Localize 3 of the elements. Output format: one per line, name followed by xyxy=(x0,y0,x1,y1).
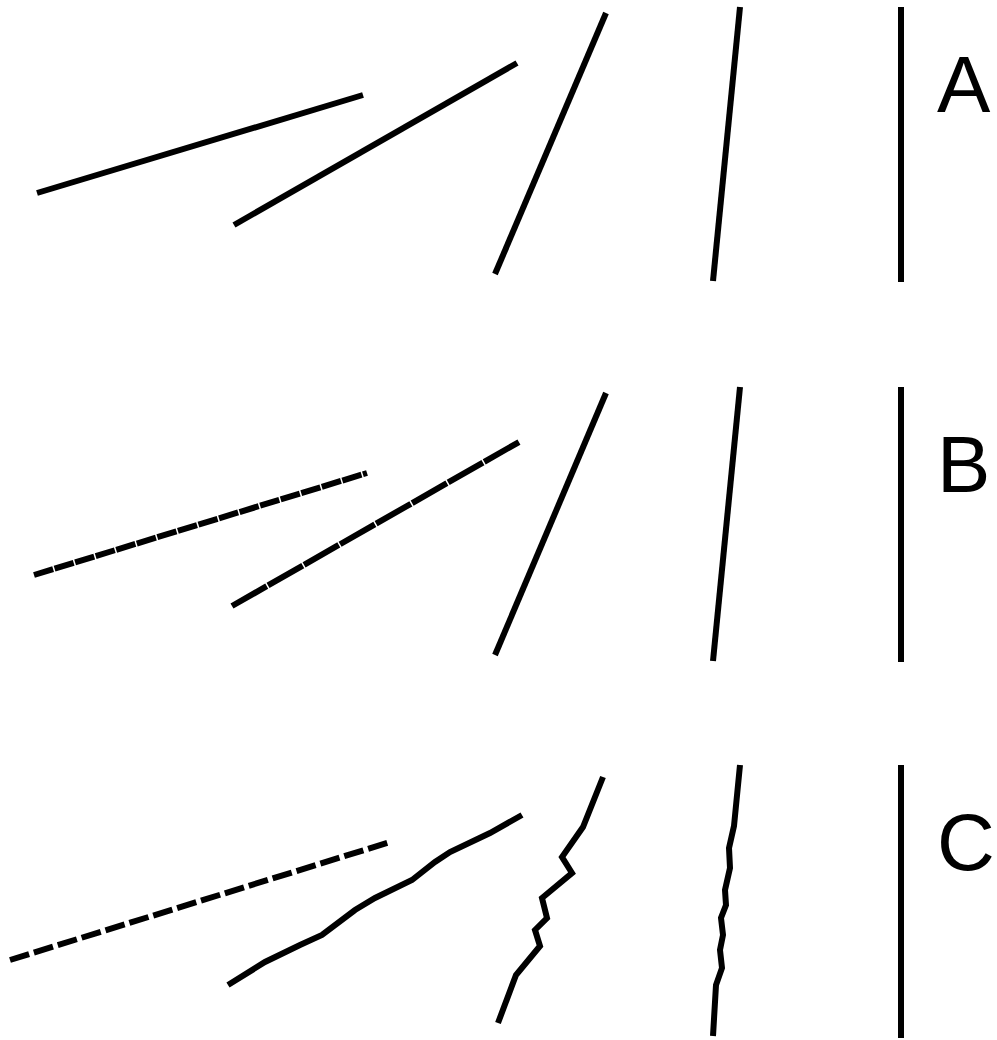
row-label: C xyxy=(937,803,995,883)
row-label: A xyxy=(937,45,991,125)
row-label: B xyxy=(937,425,991,505)
